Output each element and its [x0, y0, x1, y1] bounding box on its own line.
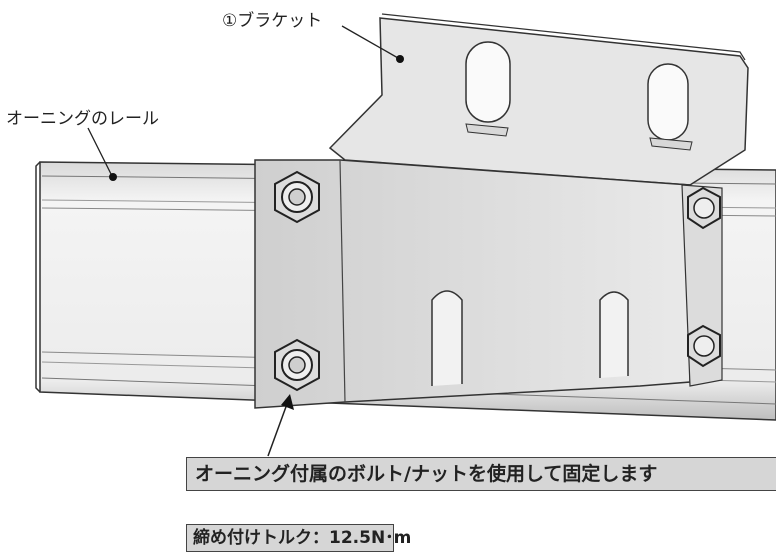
instruction-note: オーニング付属のボルト/ナットを使用して固定します — [186, 457, 776, 491]
bracket-label: ①ブラケット — [222, 11, 323, 31]
bracket — [254, 13, 749, 409]
bolt-arrow — [267, 394, 294, 457]
bracket-leader — [341, 25, 404, 63]
torque-note: 締め付けトルク：12.5N･m — [186, 524, 411, 552]
nut-lower-left — [274, 338, 320, 392]
rail-leader — [87, 127, 117, 181]
rail-label: オーニングのレール — [6, 109, 159, 129]
nut-upper-right — [687, 186, 721, 230]
bracket-slot-hole — [647, 63, 689, 141]
bracket-slot-hole — [465, 41, 511, 123]
nut-lower-right — [687, 324, 721, 368]
nut-upper-left — [274, 170, 320, 224]
